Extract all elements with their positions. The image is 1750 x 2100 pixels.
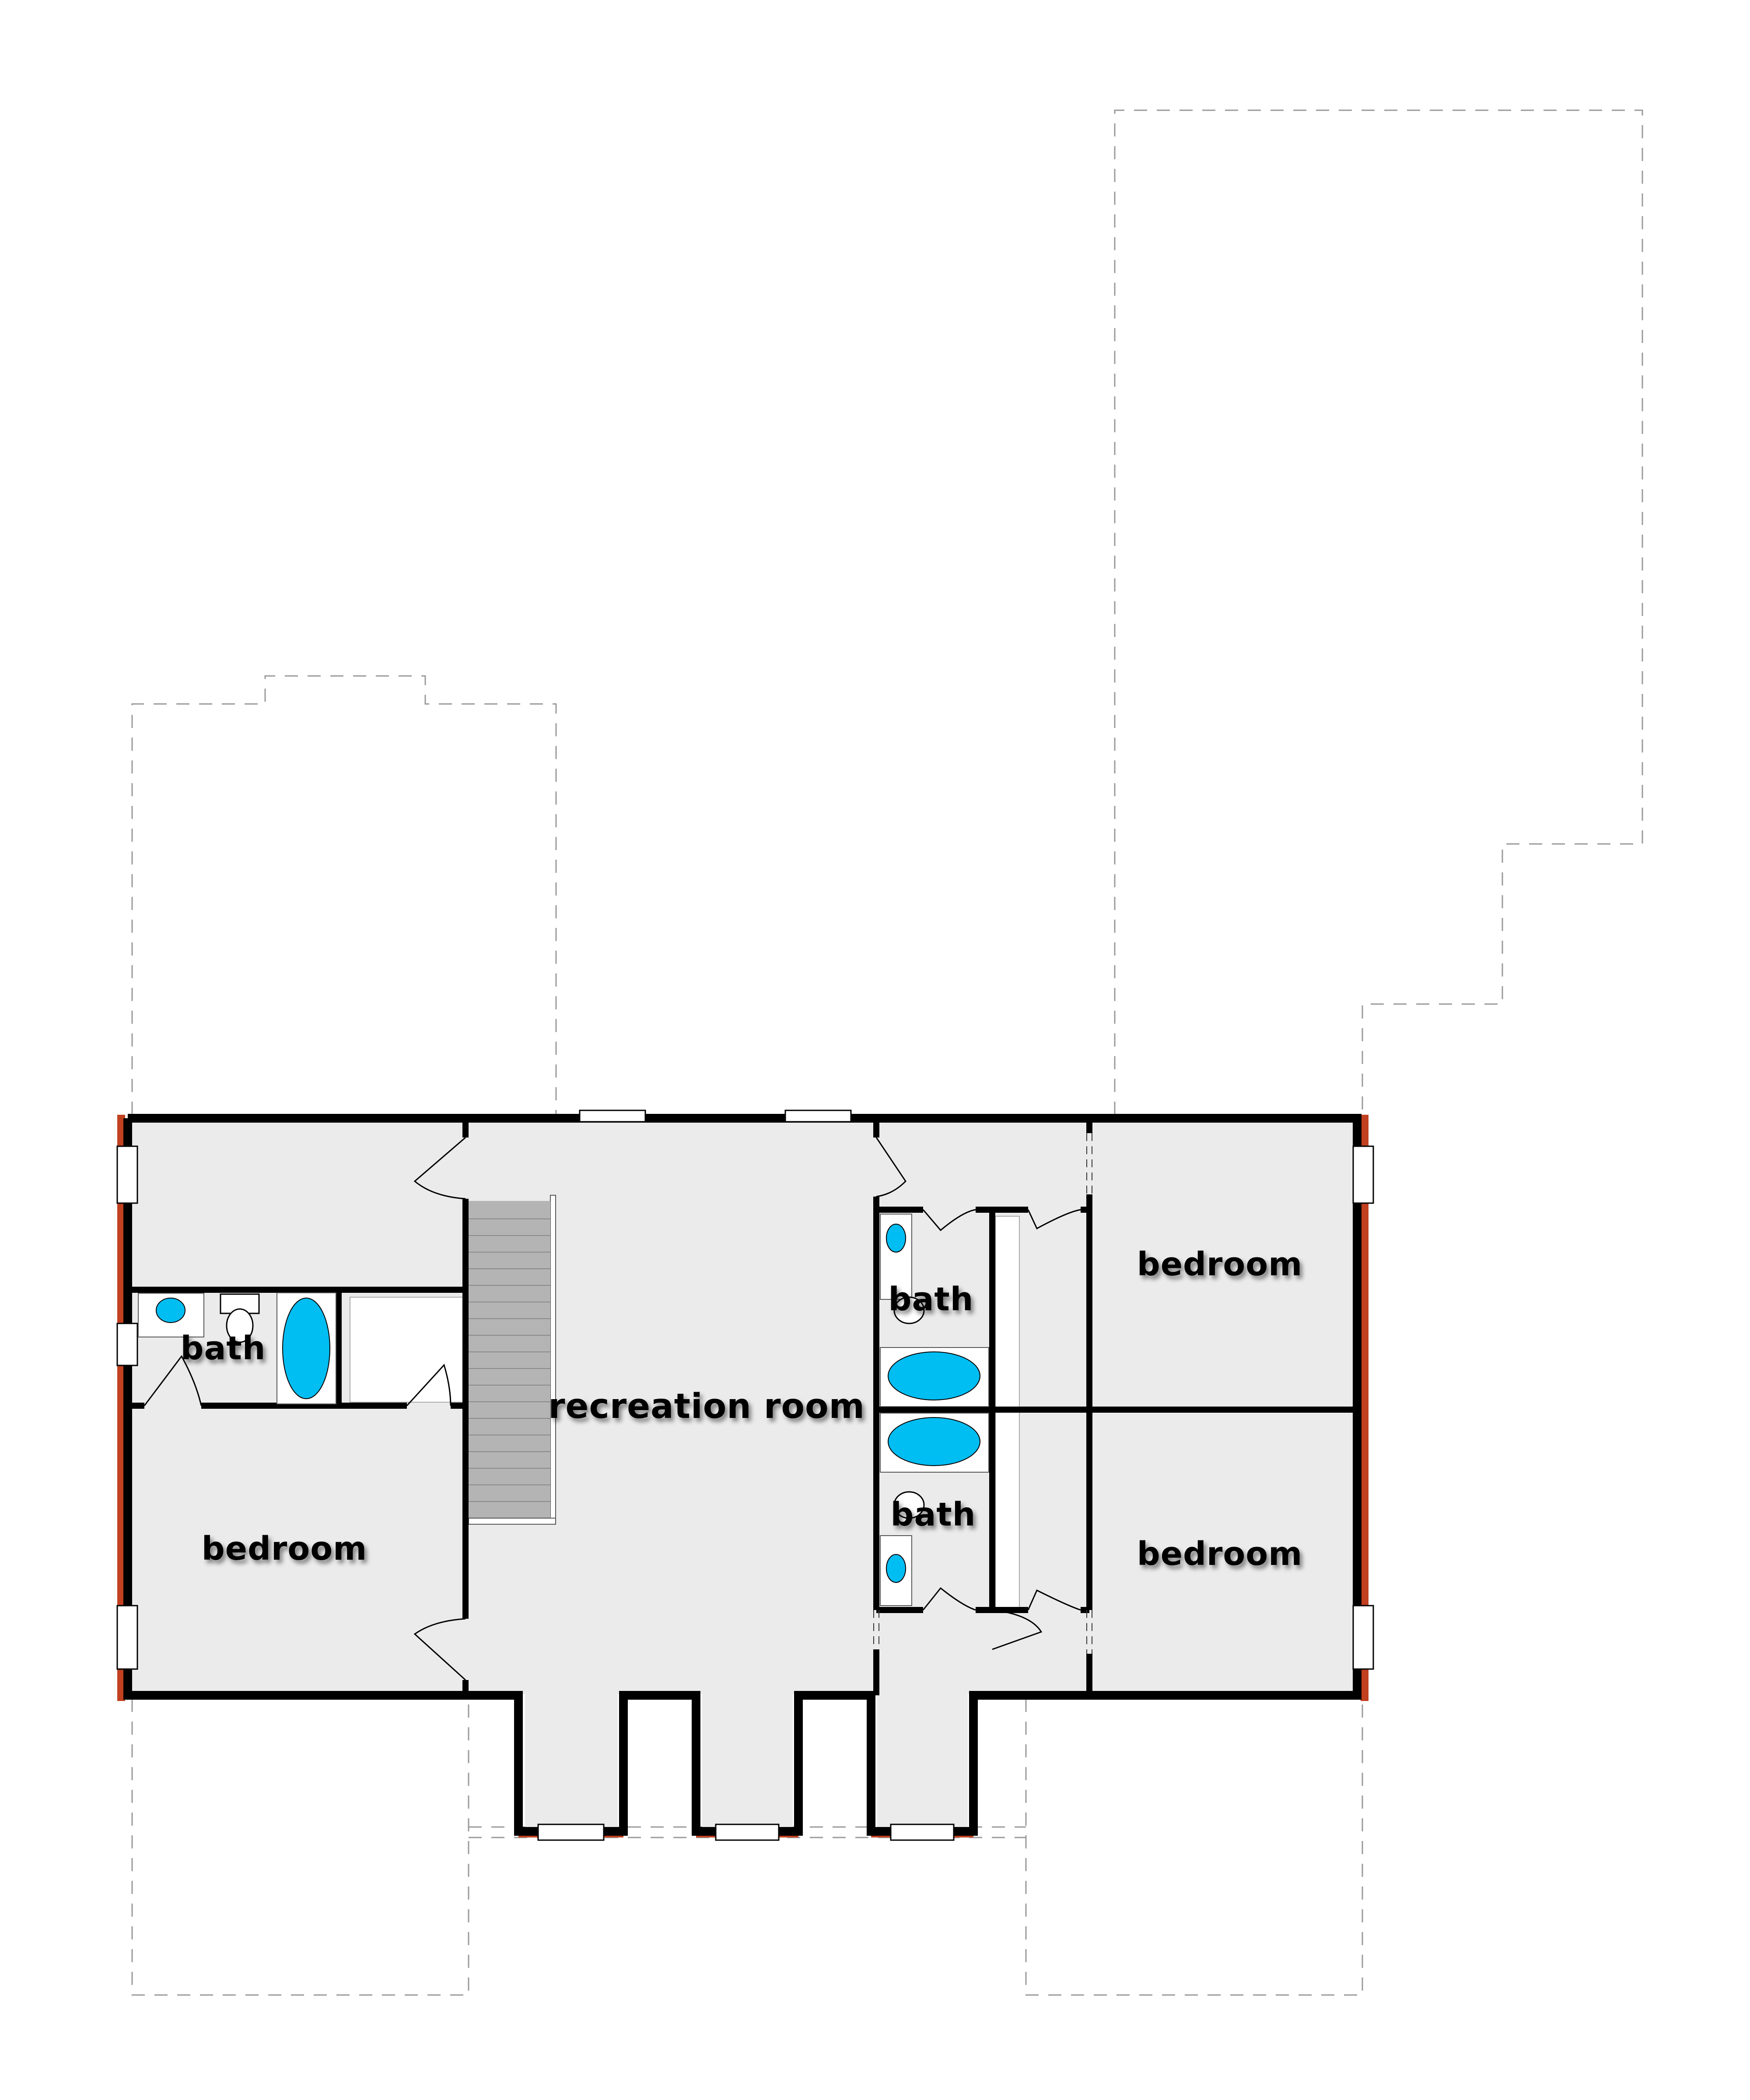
- closets: [350, 1216, 1020, 1610]
- room-label-bedroom-lower-right: bedroom: [1137, 1535, 1303, 1573]
- room-label-bath-upper: bath: [888, 1281, 974, 1318]
- room-label-bath-left: bath: [180, 1330, 266, 1367]
- walls: [123, 1114, 1362, 1836]
- windows: [116, 1110, 1374, 1841]
- left-bath-fixtures: [138, 1292, 336, 1404]
- room-label-bath-lower: bath: [890, 1496, 976, 1533]
- center-bath-fixtures: [880, 1214, 989, 1606]
- room-label-bedroom-left: bedroom: [201, 1530, 368, 1568]
- room-label-recreation-room: recreation room: [548, 1387, 865, 1426]
- stairs[interactable]: [468, 1195, 556, 1525]
- room-label-bedroom-upper-right: bedroom: [1137, 1246, 1303, 1283]
- doors[interactable]: [144, 1137, 1081, 1681]
- openings: [873, 1133, 1092, 1654]
- floor-area: [131, 1120, 1361, 1833]
